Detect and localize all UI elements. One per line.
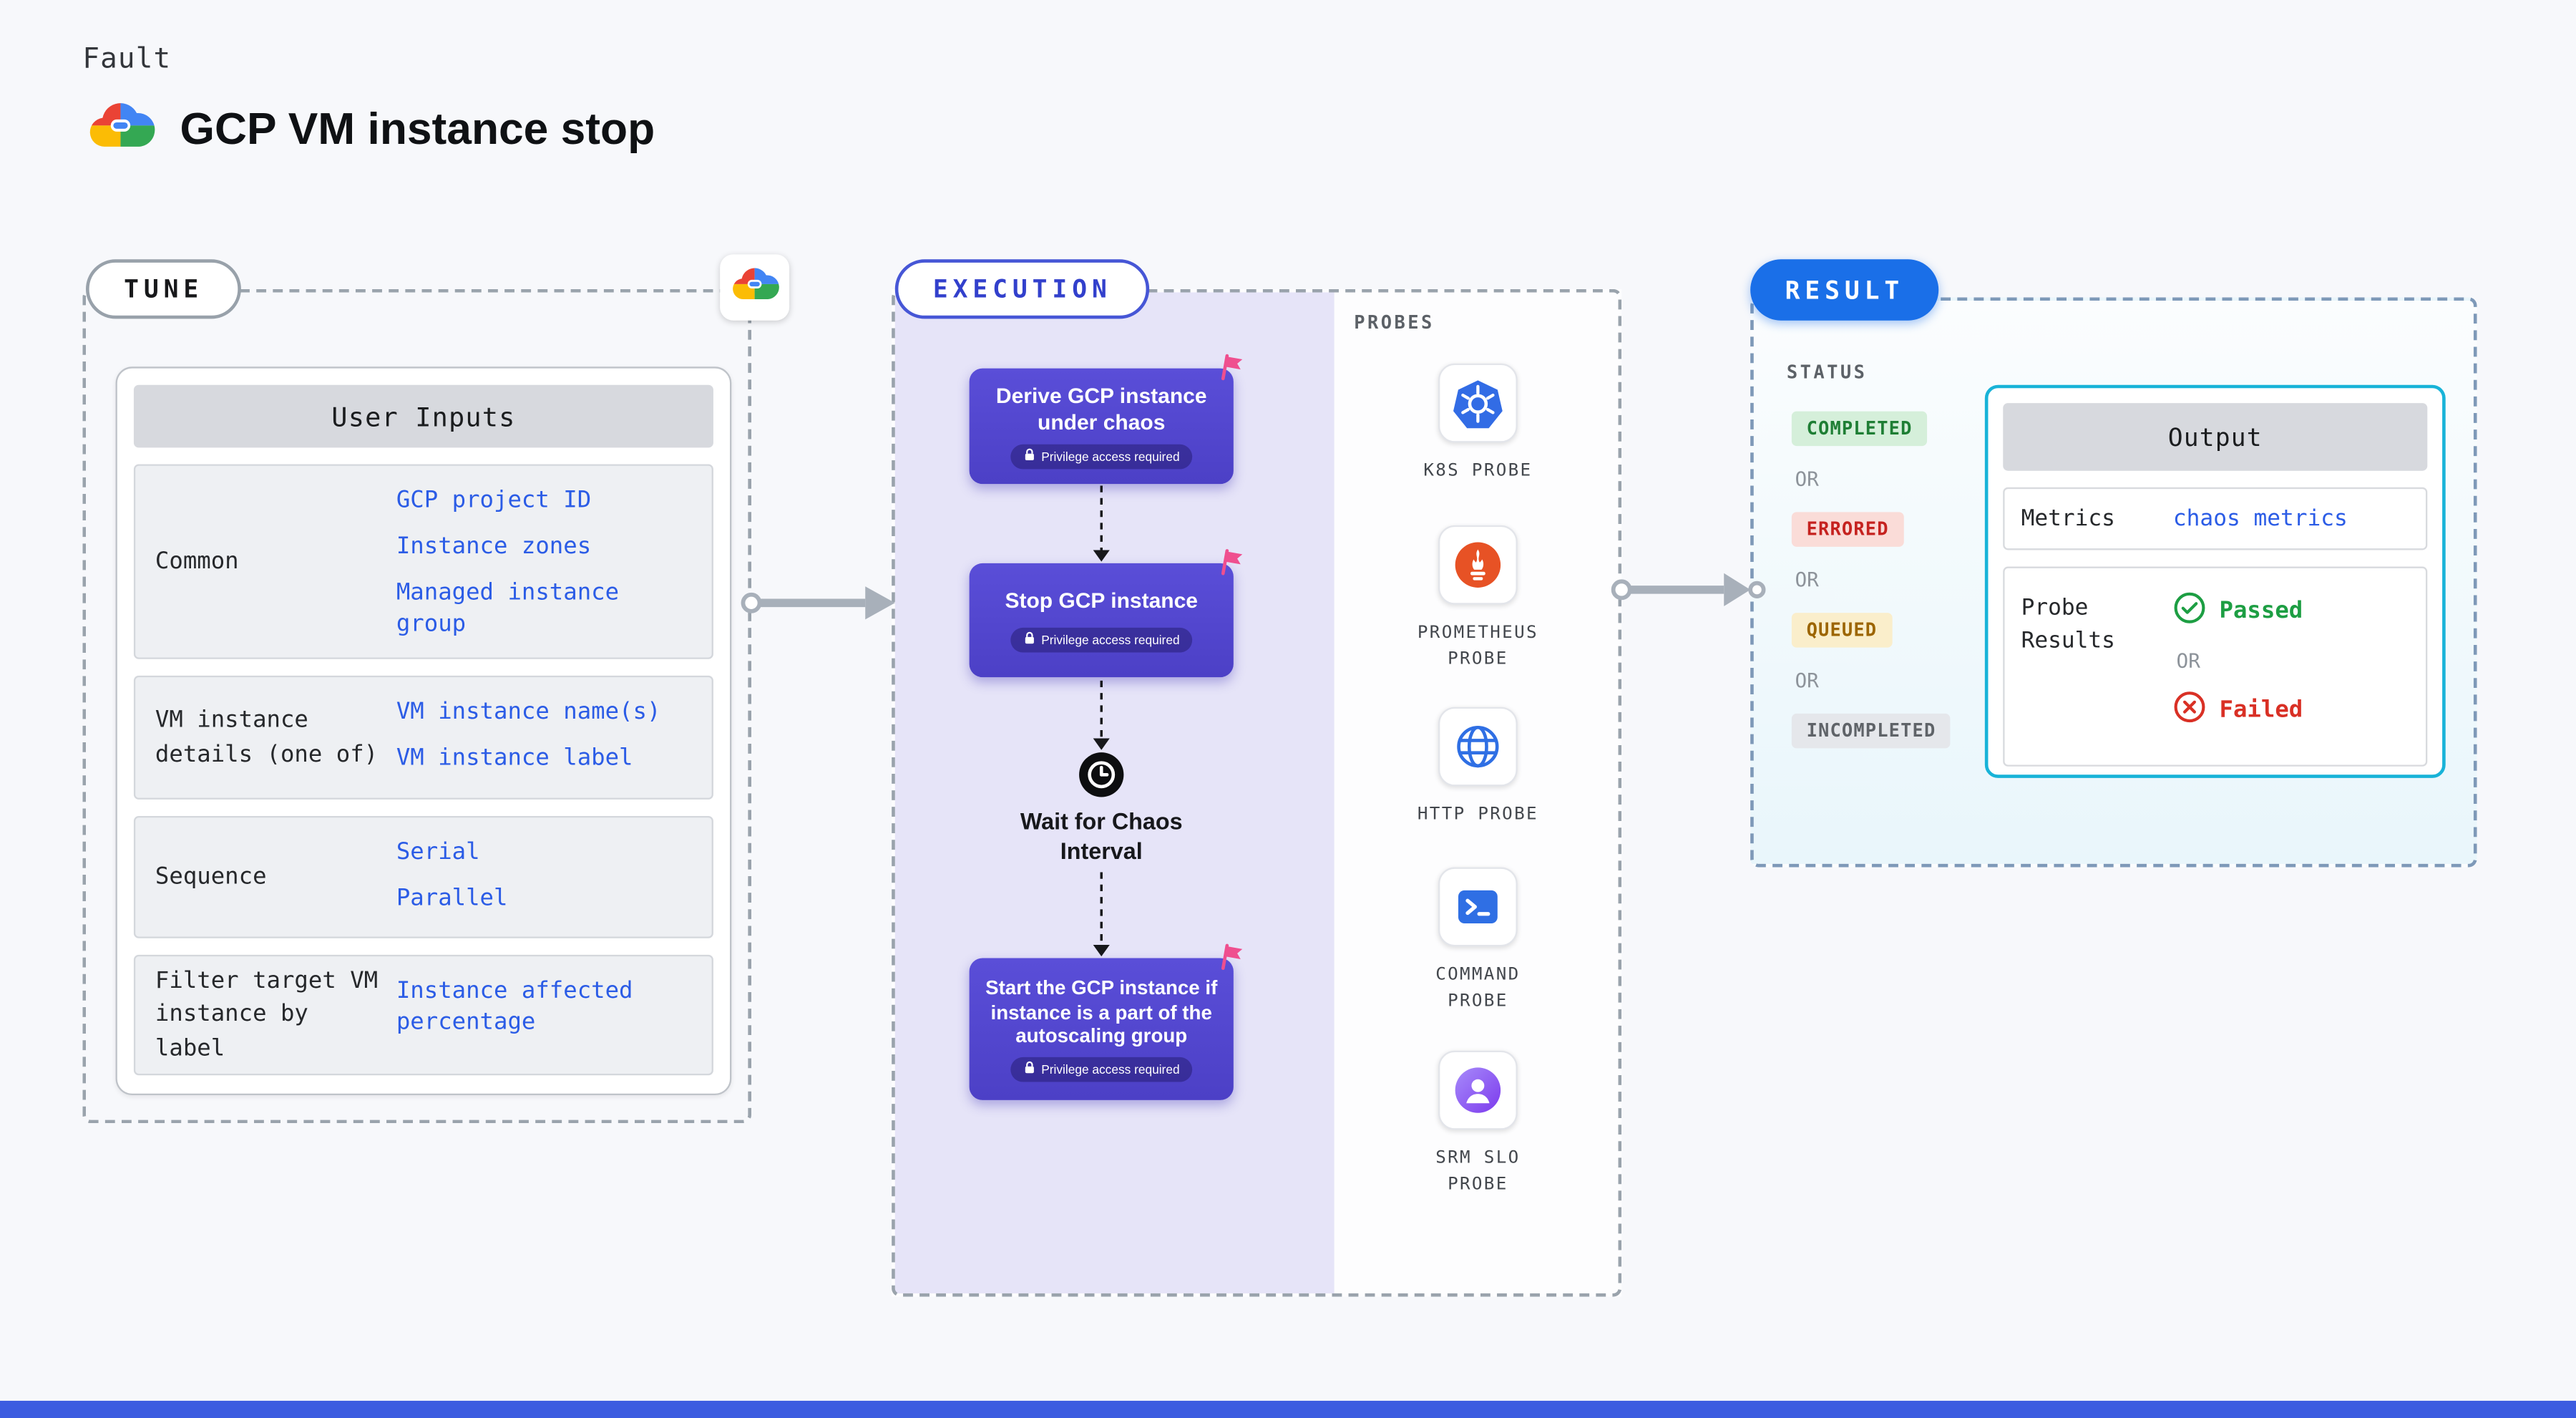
or-separator: OR: [1795, 568, 1819, 592]
clock-icon: [1078, 752, 1125, 805]
kubernetes-icon: [1438, 363, 1518, 443]
input-value: Serial: [396, 839, 480, 866]
output-header: Output: [2003, 403, 2428, 471]
input-row-label: Common: [155, 548, 239, 575]
metrics-label: Metrics: [2021, 505, 2115, 532]
input-row-values: Serial Parallel: [396, 817, 712, 936]
check-circle-icon: [2173, 591, 2206, 631]
wait-chaos-interval-label: Wait for Chaos Interval: [1020, 807, 1183, 864]
probe-name: K8S PROBE: [1423, 460, 1533, 481]
passed-text: Passed: [2219, 598, 2303, 625]
step-derive-instance: Derive GCP instance under chaos Privileg…: [969, 354, 1243, 485]
probe-name: SRM SLO PROBE: [1435, 1147, 1521, 1195]
probe-results-row: Probe Results Passed OR: [2003, 566, 2428, 767]
flow-connector: [1093, 485, 1110, 562]
probe-k8s: K8S PROBE: [1387, 363, 1568, 485]
input-value: Parallel: [396, 885, 508, 912]
input-row-vm-details: VM instance details (one of) VM instance…: [133, 675, 713, 800]
input-row-values: GCP project ID Instance zones Managed in…: [396, 466, 712, 658]
privilege-badge: Privilege access required: [1010, 1057, 1194, 1082]
status-badge-errored: ERRORED: [1791, 512, 1904, 547]
probe-name: HTTP PROBE: [1417, 804, 1538, 825]
user-gauge-icon: [1438, 1050, 1518, 1130]
failed-text: Failed: [2219, 696, 2303, 724]
flow-connector: [1093, 872, 1110, 957]
tune-to-execution-arrow: [741, 586, 895, 620]
privilege-badge-text: Privilege access required: [1041, 450, 1180, 465]
lock-icon: [1023, 1060, 1035, 1078]
probe-results-label: Probe Results: [2021, 594, 2115, 655]
input-value: VM instance name(s): [396, 699, 661, 726]
tune-section: [82, 288, 751, 1124]
or-separator: OR: [1795, 467, 1819, 491]
input-value: GCP project ID: [396, 487, 592, 514]
gcp-logo-card: [720, 254, 790, 321]
privilege-badge-text: Privilege access required: [1041, 631, 1180, 647]
probe-name: PROMETHEUS PROBE: [1417, 622, 1538, 670]
execution-to-result-arrow: [1611, 573, 1766, 606]
terminal-icon: [1438, 867, 1518, 947]
x-circle-icon: [2173, 691, 2206, 730]
input-row-values: Instance affected percentage: [396, 956, 712, 1074]
bottom-banner: [0, 1400, 2576, 1418]
chaos-flag-icon: [1217, 547, 1249, 586]
input-row-label: Sequence: [155, 863, 267, 890]
status-column-label: STATUS: [1786, 361, 1868, 384]
fault-kicker: Fault: [82, 42, 172, 77]
metrics-row: Metrics chaos metrics: [2003, 487, 2428, 550]
privilege-badge-text: Privilege access required: [1041, 1062, 1180, 1077]
page-title: GCP VM instance stop: [180, 103, 655, 153]
lock-icon: [1023, 448, 1035, 466]
or-separator: OR: [2176, 649, 2200, 673]
probe-name: COMMAND PROBE: [1435, 964, 1521, 1011]
passed-line: Passed: [2173, 591, 2303, 631]
probe-srm-slo: SRM SLO PROBE: [1387, 1050, 1568, 1199]
probe-prometheus: PROMETHEUS PROBE: [1387, 525, 1568, 674]
input-row-values: VM instance name(s) VM instance label: [396, 677, 712, 797]
tune-label: TUNE: [85, 259, 242, 319]
probe-command: COMMAND PROBE: [1387, 867, 1568, 1016]
step-title: Start the GCP instance if instance is a …: [985, 976, 1218, 1048]
execution-label: EXECUTION: [894, 259, 1150, 319]
probe-results-values: Passed OR Failed: [2173, 591, 2303, 730]
or-separator: OR: [1795, 669, 1819, 692]
http-globe-icon: [1438, 706, 1518, 787]
input-row-common: Common GCP project ID Instance zones Man…: [133, 464, 713, 659]
probes-column-label: PROBES: [1354, 312, 1435, 334]
status-badge-incompleted: INCOMPLETED: [1791, 713, 1951, 749]
gcp-logo-icon: [730, 266, 779, 309]
user-inputs-card: User Inputs Common GCP project ID Instan…: [115, 366, 732, 1095]
metrics-value: chaos metrics: [2172, 505, 2348, 533]
result-label: RESULT: [1750, 259, 1939, 321]
status-badge-completed: COMPLETED: [1791, 411, 1928, 447]
probe-http: HTTP PROBE: [1387, 706, 1568, 828]
lock-icon: [1023, 631, 1035, 649]
step-start-instance: Start the GCP instance if instance is a …: [969, 943, 1243, 1100]
status-badge-queued: QUEUED: [1791, 613, 1893, 648]
privilege-badge: Privilege access required: [1010, 445, 1194, 470]
input-row-filter: Filter target VM instance by label Insta…: [133, 954, 713, 1076]
gcp-logo-icon: [86, 99, 155, 158]
input-value: VM instance label: [396, 744, 633, 772]
privilege-badge: Privilege access required: [1010, 627, 1194, 652]
input-row-label: VM instance details (one of): [155, 707, 379, 767]
flow-connector: [1093, 680, 1110, 750]
page-title-row: GCP VM instance stop: [86, 99, 655, 158]
input-row-sequence: Sequence Serial Parallel: [133, 815, 713, 938]
input-value: Managed instance group: [396, 579, 620, 638]
output-card: Output Metrics chaos metrics Probe Resul…: [1984, 384, 2446, 778]
user-inputs-header: User Inputs: [133, 384, 713, 448]
failed-line: Failed: [2173, 691, 2303, 730]
step-title: Stop GCP instance: [1005, 588, 1198, 614]
input-value: Instance affected percentage: [396, 978, 633, 1036]
chaos-flag-icon: [1217, 941, 1249, 981]
prometheus-icon: [1438, 525, 1518, 605]
input-value: Instance zones: [396, 533, 592, 560]
input-row-label: Filter target VM instance by label: [155, 968, 379, 1062]
status-badges: COMPLETED OR ERRORED OR QUEUED OR INCOMP…: [1791, 411, 1951, 749]
step-title: Derive GCP instance under chaos: [995, 382, 1207, 434]
chaos-flag-icon: [1217, 352, 1249, 392]
step-stop-instance: Stop GCP instance Privilege access requi…: [969, 549, 1243, 678]
